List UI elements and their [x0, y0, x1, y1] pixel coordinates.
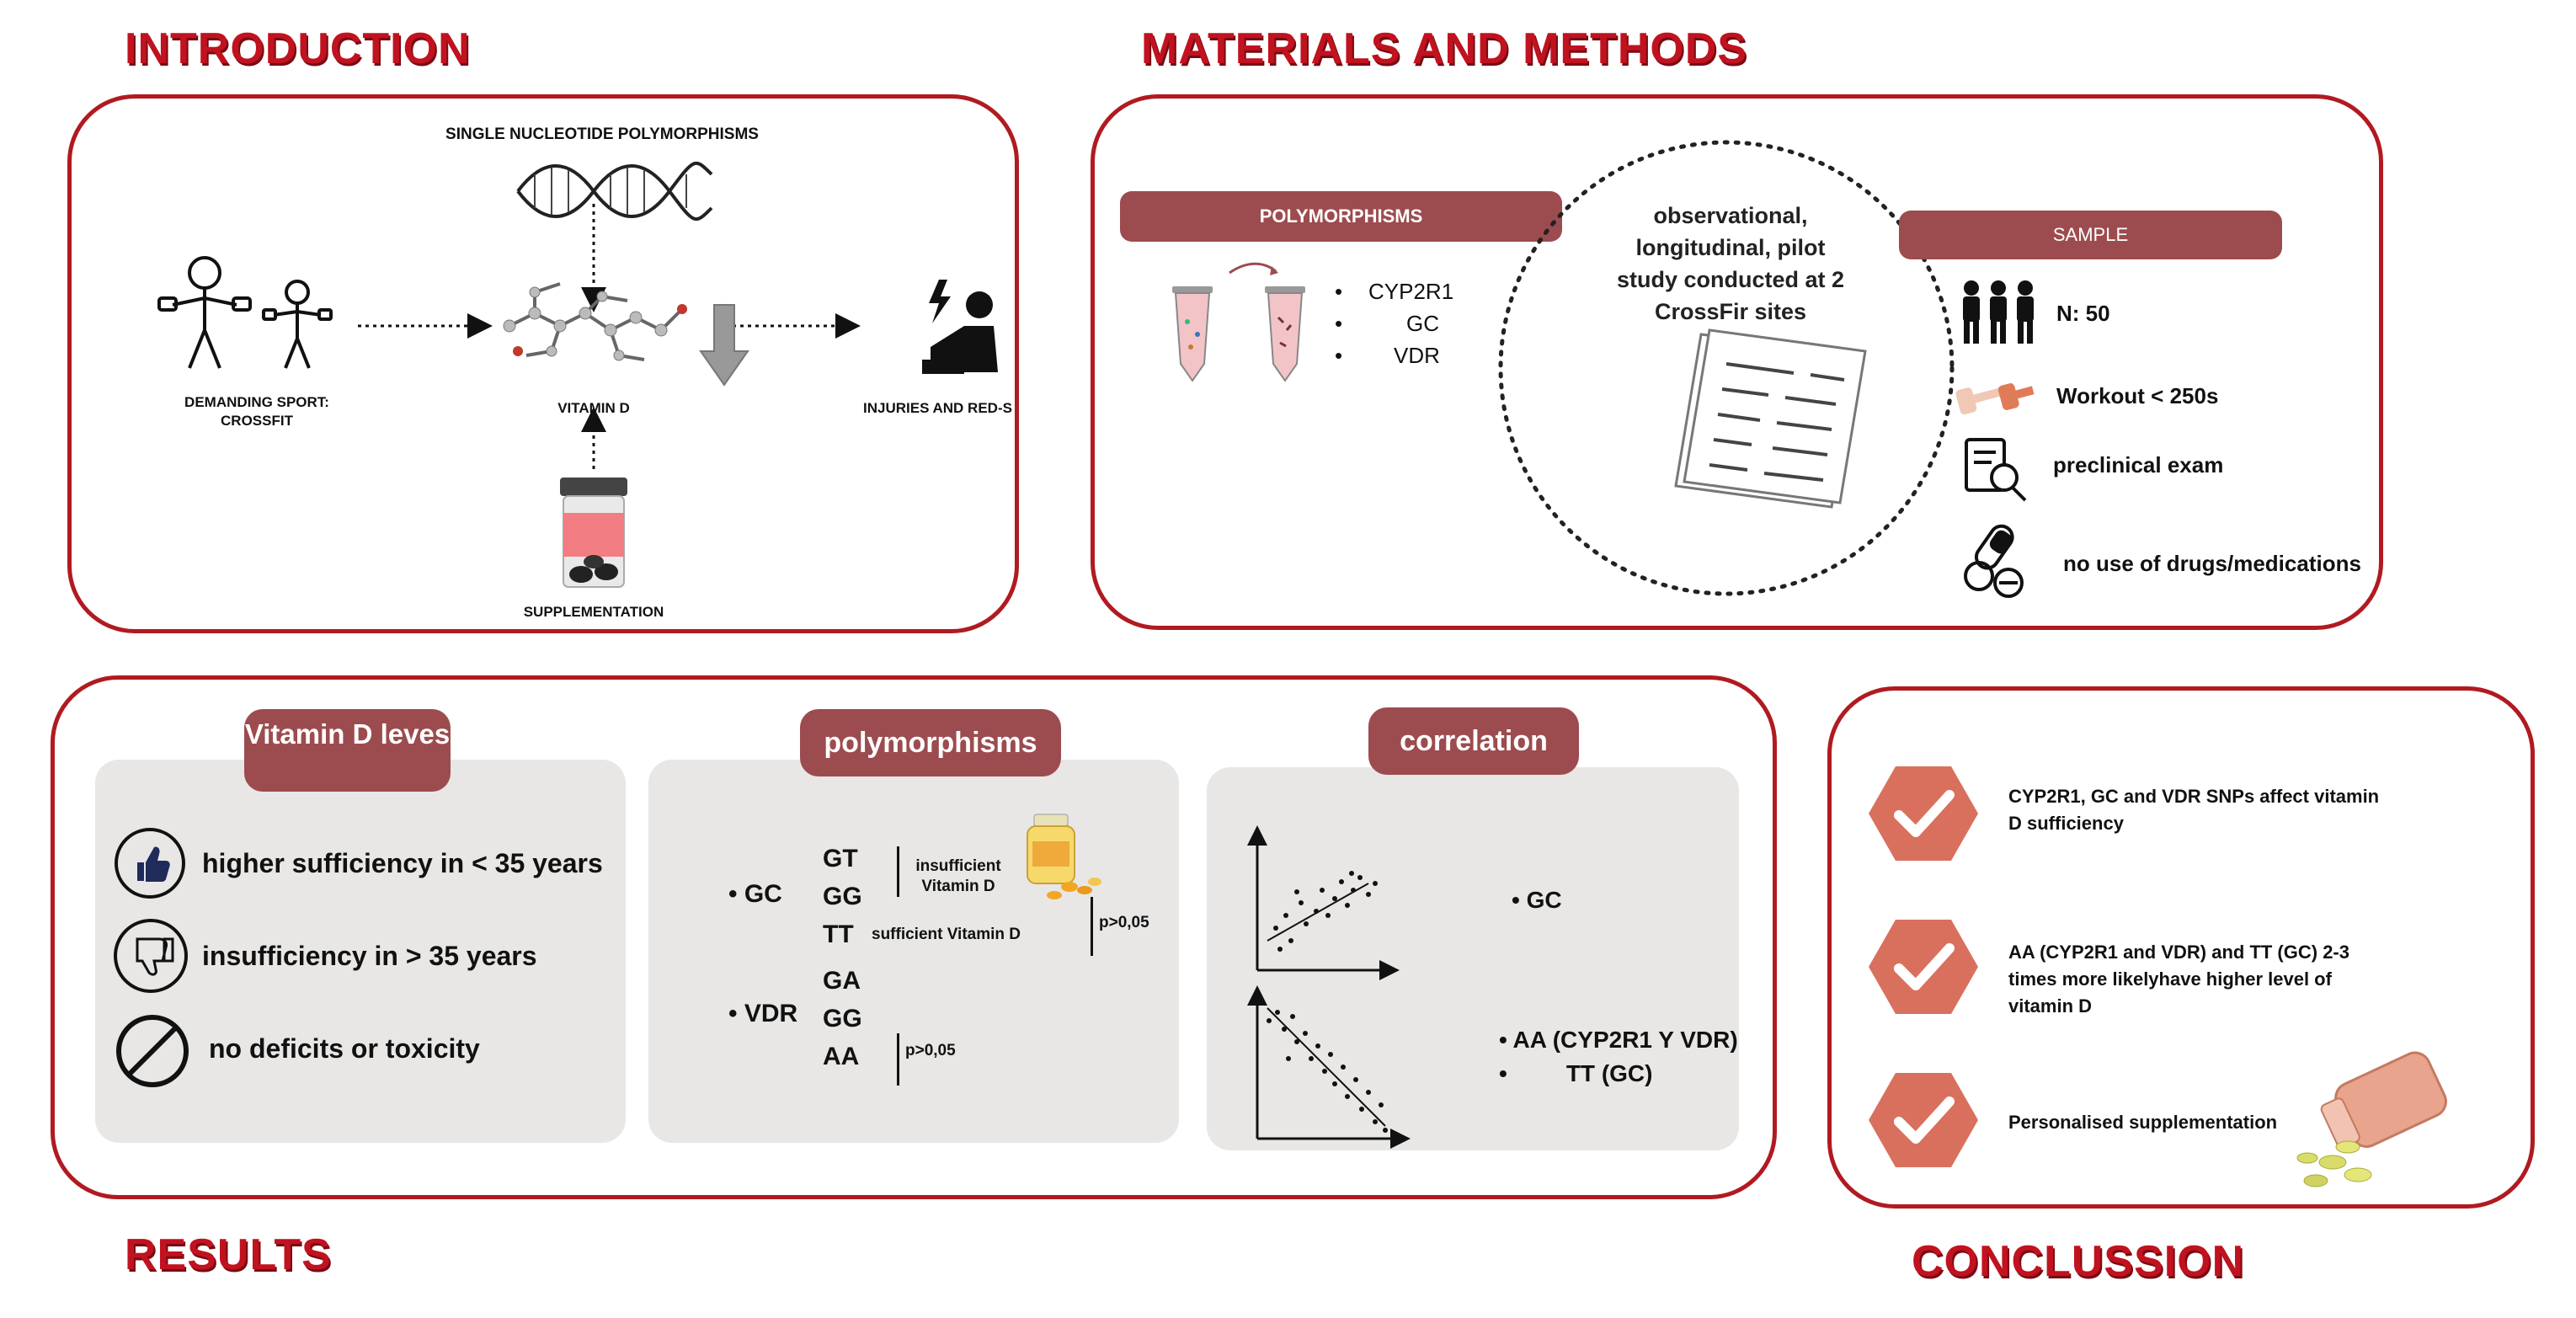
thumbs-up-icon: [115, 828, 185, 899]
people-icon: [1963, 280, 2034, 344]
test-tubes-icon: [1172, 262, 1305, 382]
corr-bottom-label-2: • TT (GC): [1499, 1060, 1653, 1086]
sample-pill: SAMPLE: [1899, 211, 2282, 259]
spilled-pills-bottle-icon: [2296, 1051, 2447, 1187]
gc-sufficient: sufficient Vitamin D: [872, 926, 1021, 943]
introduction-panel: SINGLE NUCLEOTIDE POLYMORPHISMS: [67, 94, 1019, 633]
gene-item: •VDR: [1335, 343, 1440, 368]
gc-insufficient: insufficient Vitamin D: [915, 857, 1001, 895]
sample-n: N: 50: [2056, 301, 2110, 326]
introduction-title: INTRODUCTION: [125, 24, 471, 73]
negative-correlation-plot: [1247, 985, 1411, 1149]
genotype: GT: [823, 845, 858, 872]
sample-exam: preclinical exam: [2053, 452, 2224, 478]
gene-item: •CYP2R1: [1335, 279, 1454, 304]
vitd-item-2: insufficiency in > 35 years: [202, 941, 537, 971]
check-hexagon-icon: [1869, 766, 1978, 861]
materials-methods-panel: POLYMORPHISMS •CYP2R1 •GC •VDR observati…: [1091, 94, 2383, 630]
conclusion-item-3: Personalised supplementation: [2008, 1112, 2278, 1133]
exam-search-icon: [1965, 438, 2027, 502]
injuries-label: INJURIES AND RED-S: [863, 400, 1012, 416]
materials-methods-title: MATERIALS AND METHODS: [1141, 24, 1748, 73]
decrease-arrow-icon: [699, 304, 749, 387]
sample-no-drugs: no use of drugs/medications: [2063, 551, 2361, 576]
conclusion-item-2: AA (CYP2R1 and VDR) and TT (GC) 2-3 time…: [2008, 942, 2349, 1017]
genotype: GG: [823, 883, 862, 910]
genotype: GA: [823, 967, 861, 995]
dna-helix-icon: [516, 161, 713, 221]
corr-top-label: • GC: [1512, 887, 1562, 913]
positive-correlation-plot: [1247, 825, 1400, 980]
polymorphisms-pill: POLYMORPHISMS: [1120, 191, 1562, 242]
vitamin-bottle-icon: [1027, 814, 1101, 899]
vitd-pill: Vitamin D leves: [244, 709, 451, 792]
dumbbell-icon: [1955, 383, 2035, 415]
vdr-genotypes: GA GG AA: [823, 962, 862, 1075]
vdr-gene-label: • VDR: [728, 1000, 798, 1027]
correlation-box: [1207, 767, 1739, 1150]
sport-label: DEMANDING SPORT: CROSSFIT: [184, 394, 329, 429]
genotype: AA: [823, 1043, 860, 1070]
vitd-box: [95, 760, 626, 1143]
gene-list: •CYP2R1 •GC •VDR: [1335, 275, 1453, 371]
study-design-text: observational, longitudinal, pilot study…: [1616, 203, 1845, 324]
results-title: RESULTS: [125, 1230, 332, 1279]
conclusion-item-1: CYP2R1, GC and VDR SNPs affect vitamin D…: [2008, 786, 2380, 834]
gc-p-value: p>0,05: [1099, 914, 1149, 931]
intro-flow-arrows: [358, 204, 861, 469]
supplement-jar-icon: [560, 478, 627, 588]
prohibited-icon: [116, 1015, 189, 1087]
correlation-pill: correlation: [1368, 707, 1579, 775]
conclusion-title: CONCLUSSION: [1912, 1237, 2245, 1286]
check-hexagon-icon: [1869, 920, 1978, 1014]
genotype: GG: [823, 1005, 862, 1033]
results-panel: Vitamin D leves polymorphisms correlatio…: [51, 675, 1777, 1199]
study-design-circle: [1498, 140, 1955, 596]
vitd-item-1: higher sufficiency in < 35 years: [202, 848, 603, 878]
conclusion-panel: CYP2R1, GC and VDR SNPs affect vitamin D…: [1827, 686, 2535, 1209]
genotype: TT: [823, 920, 854, 948]
corr-bottom-label-1: • AA (CYP2R1 Y VDR): [1499, 1027, 1738, 1053]
gc-genotypes: GT GG TT: [823, 840, 862, 953]
gc-gene-label: • GC: [728, 880, 782, 908]
supplementation-label: SUPPLEMENTATION: [523, 604, 664, 620]
sample-workout: Workout < 250s: [2056, 383, 2219, 408]
gene-item: •GC: [1335, 311, 1439, 336]
vdr-p-value: p>0,05: [905, 1042, 956, 1059]
pills-icon: [1964, 524, 2024, 598]
divider-line: [1091, 897, 1093, 956]
vitd-item-3: no deficits or toxicity: [209, 1033, 480, 1064]
divider-line: [897, 846, 899, 897]
documents-icon: [1674, 328, 1867, 509]
vitamin-d-label: VITAMIN D: [557, 400, 630, 416]
vitamin-d-molecule-icon: [503, 282, 687, 361]
polymorphisms-result-pill: polymorphisms: [800, 709, 1061, 776]
snp-label: SINGLE NUCLEOTIDE POLYMORPHISMS: [445, 125, 759, 143]
check-hexagon-icon: [1869, 1073, 1978, 1167]
athletes-icon: [157, 256, 333, 369]
thumbs-down-icon: [114, 919, 188, 993]
injury-icon: [922, 280, 998, 374]
divider-line: [897, 1033, 899, 1086]
